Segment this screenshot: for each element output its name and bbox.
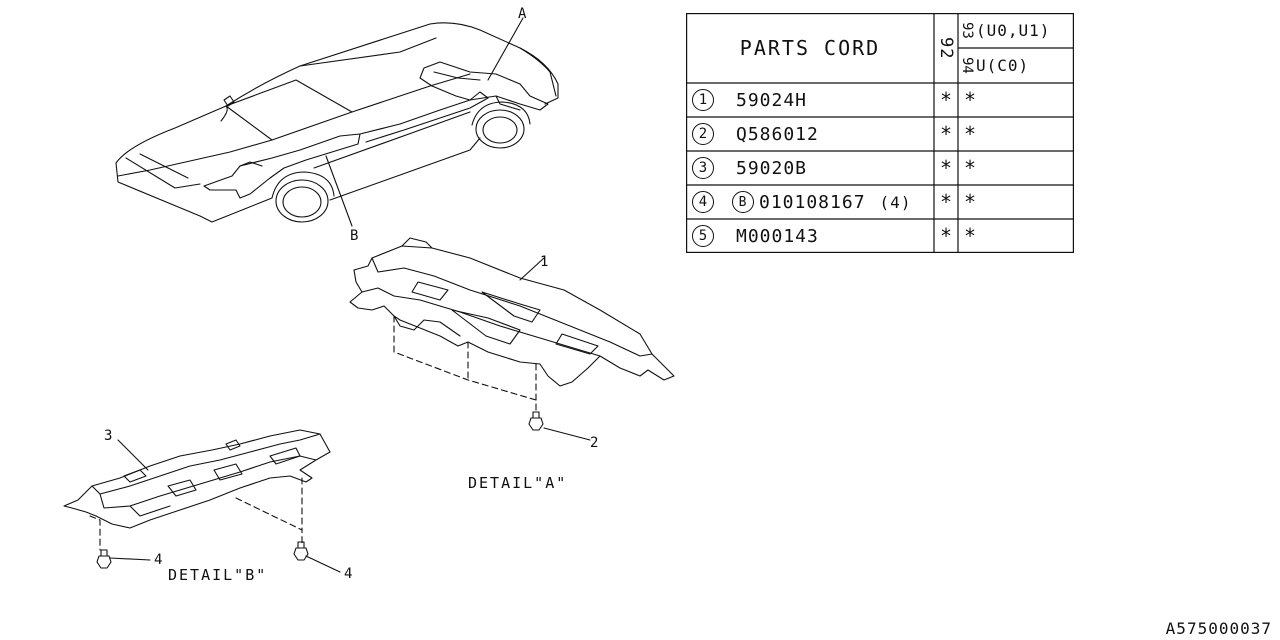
part-quantity: (4): [879, 192, 912, 212]
row-number-circle: 3: [692, 157, 714, 179]
leader-line-part-4a: [109, 557, 151, 561]
part-code-cell: Q586012: [736, 117, 819, 151]
applicability-92: *: [939, 156, 953, 180]
part-code: 010108167: [759, 191, 866, 213]
parts-code-header: PARTS CORD: [739, 36, 881, 60]
row-number-circle: 1: [692, 89, 714, 111]
heat-shield-part-3-illustration: [63, 429, 331, 569]
year-92-label: 92: [936, 36, 956, 60]
heat-shield-part-1-illustration: [349, 237, 675, 431]
table-row: 5 M000143 * *: [686, 219, 1074, 253]
applicability-92: *: [939, 190, 953, 214]
leader-line-part-2: [543, 427, 591, 441]
callout-part-4a: 4: [154, 552, 162, 568]
applicability-93-94: *: [963, 156, 977, 180]
year-92-header: 92: [934, 13, 958, 83]
applicability-92: *: [939, 224, 953, 248]
year-94-digits: 94: [959, 57, 975, 74]
parts-code-table: PARTS CORD 92 93 (U0,U1) 94 U(C0) 1 59024…: [686, 13, 1074, 253]
leader-line-part-1: [519, 257, 545, 281]
leader-line-part-3: [117, 439, 149, 471]
leader-line-b: [325, 155, 353, 227]
row-number-circle: 2: [692, 123, 714, 145]
leader-line-part-4b: [305, 555, 341, 573]
table-row: 3 59020B * *: [686, 151, 1074, 185]
table-row: 2 Q586012 * *: [686, 117, 1074, 151]
part-code: 59020B: [736, 157, 808, 179]
callout-part-1: 1: [540, 254, 548, 270]
part-code: 59024H: [736, 89, 808, 111]
part-code-cell: 59020B: [736, 151, 807, 185]
part-code-cell: 59024H: [736, 83, 807, 117]
row-number-circle: 4: [692, 191, 714, 213]
applicability-92: *: [939, 88, 953, 112]
callout-b: B: [350, 228, 358, 244]
part-code: M000143: [736, 225, 819, 247]
applicability-93-94: *: [963, 190, 977, 214]
year-94-models: U(C0): [976, 56, 1030, 75]
applicability-93-94: *: [963, 122, 977, 146]
table-grid: [686, 13, 1074, 253]
year-93-header: 93 (U0,U1): [958, 13, 1074, 48]
vehicle-outline-illustration: [115, 22, 559, 223]
applicability-93-94: *: [963, 88, 977, 112]
callout-part-2: 2: [590, 435, 598, 451]
part-code-cell: M000143: [736, 219, 819, 253]
year-93-models: (U0,U1): [976, 21, 1051, 40]
table-row: 1 59024H * *: [686, 83, 1074, 117]
caption-detail-b: DETAIL"B": [168, 566, 267, 584]
callout-a: A: [518, 6, 527, 22]
part-code: Q586012: [736, 123, 819, 145]
applicability-93-94: *: [963, 224, 977, 248]
callout-part-4b: 4: [344, 566, 352, 582]
bolt-badge: B: [732, 191, 754, 213]
year-94-header: 94 U(C0): [958, 48, 1074, 83]
year-93-digits: 93: [959, 22, 975, 39]
applicability-92: *: [939, 122, 953, 146]
caption-detail-a: DETAIL"A": [468, 474, 567, 492]
leader-line-a: [487, 17, 524, 81]
document-id: A575000037: [1165, 619, 1272, 638]
row-number-circle: 5: [692, 225, 714, 247]
callout-part-3: 3: [104, 428, 112, 444]
